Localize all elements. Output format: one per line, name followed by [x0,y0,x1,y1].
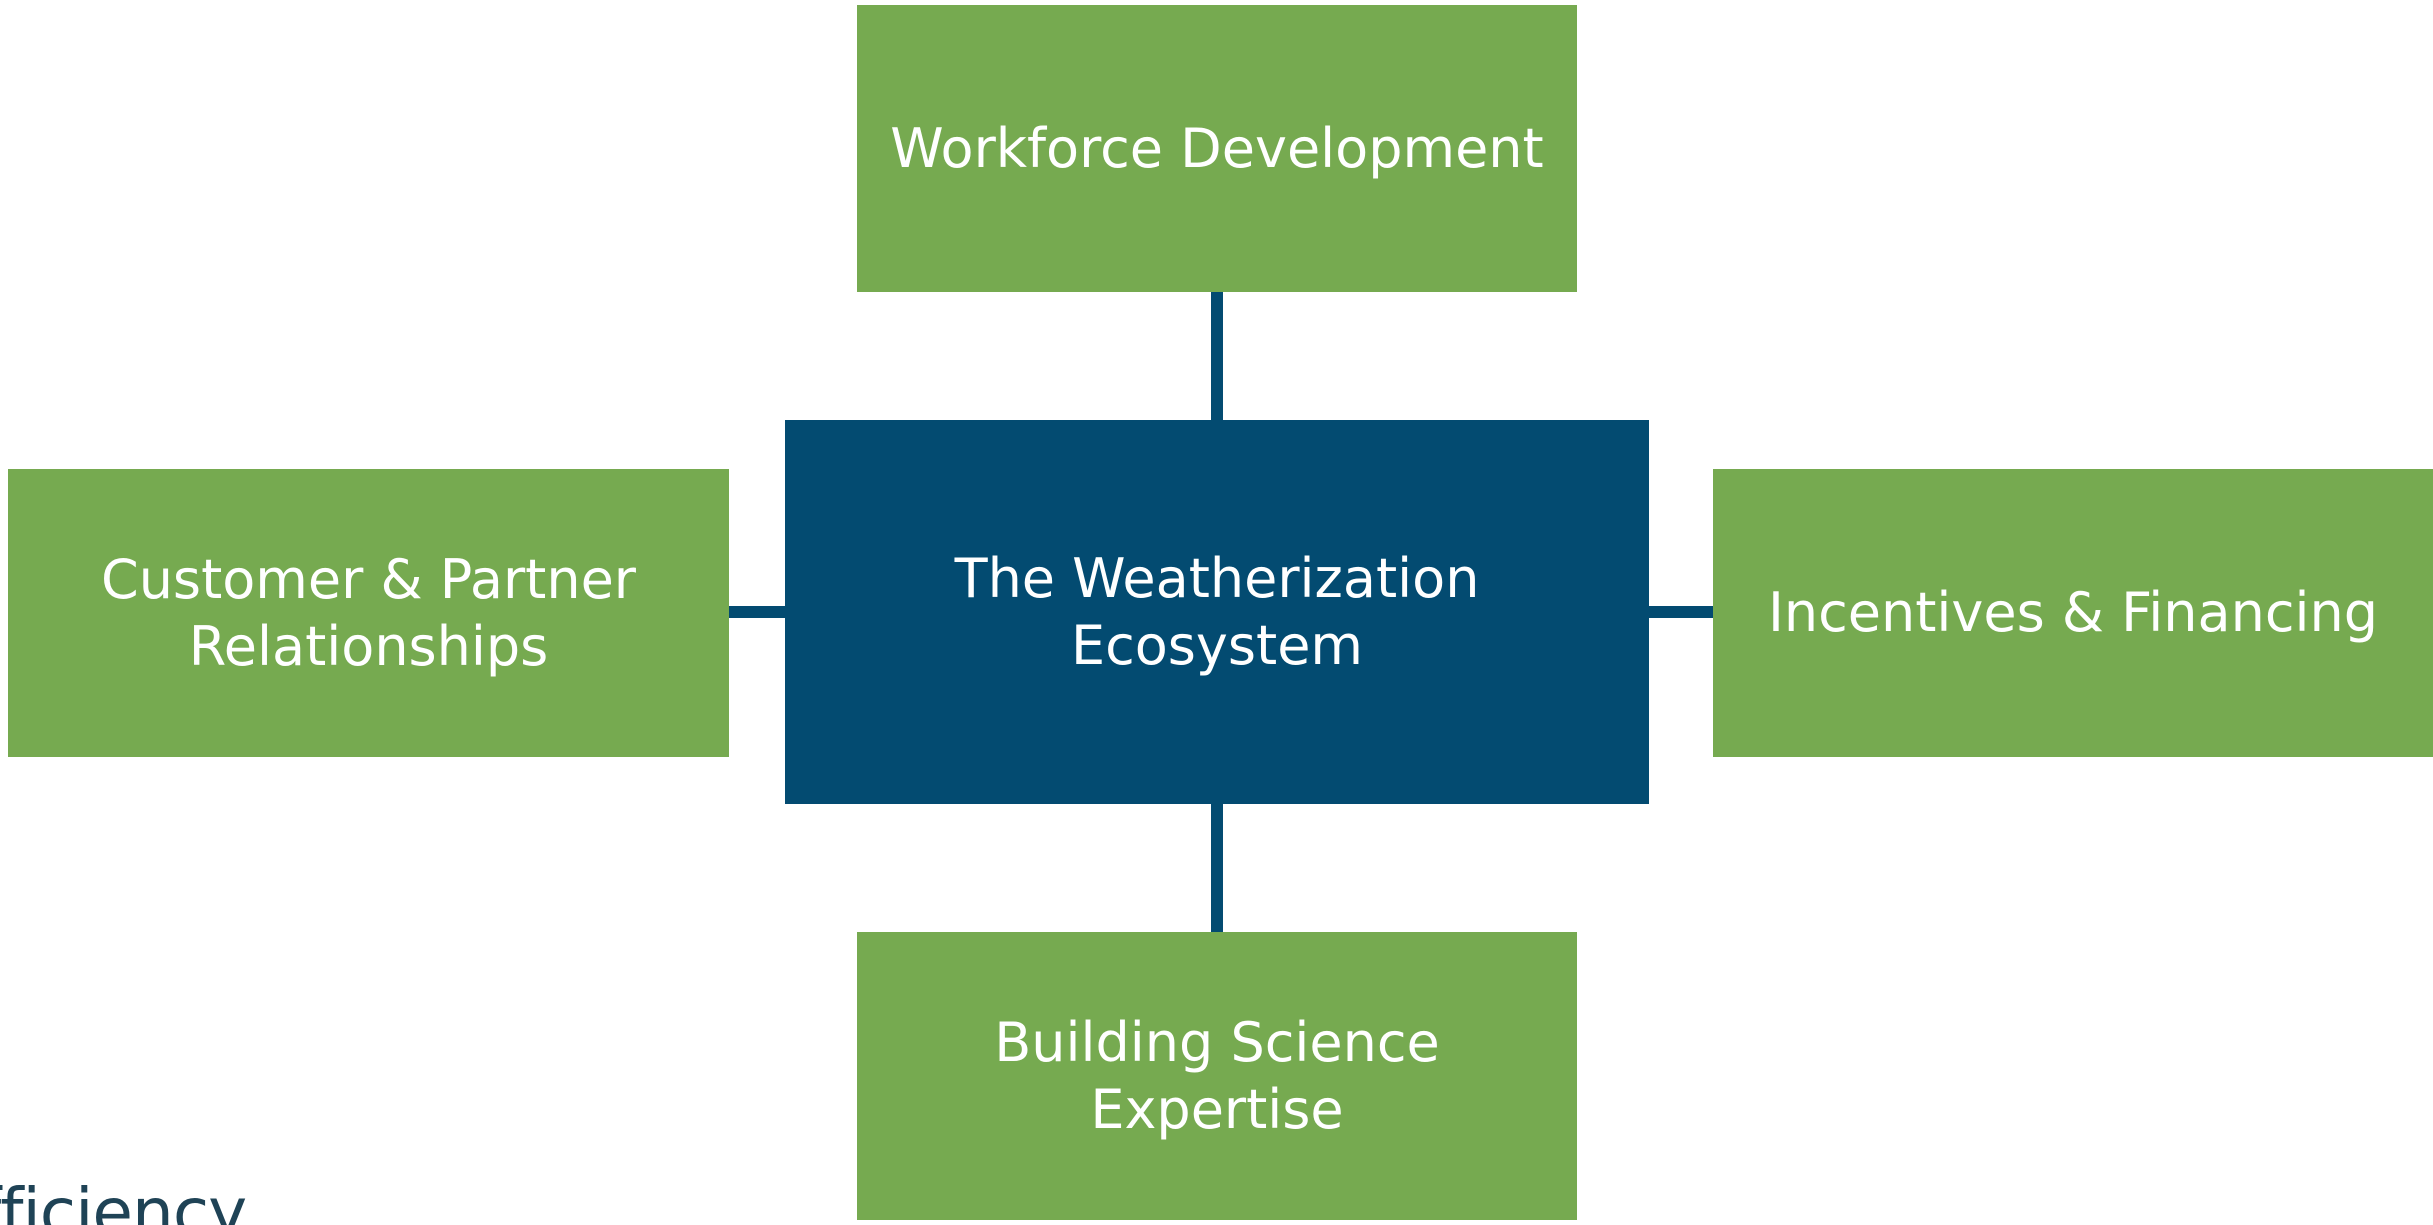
weatherization-ecosystem-label: The Weatherization Ecosystem [954,546,1480,678]
connector-right [1648,606,1714,618]
connector-bottom [1211,803,1223,933]
workforce-development-box: Workforce Development [857,5,1577,292]
incentives-financing-box: Incentives & Financing [1713,469,2433,757]
partial-logo: fficiency [0,1180,247,1225]
logo-text: fficiency [0,1174,247,1225]
customer-partner-relationships-box: Customer & Partner Relationships [8,469,729,757]
connector-left [728,606,786,618]
customer-partner-label-line2: Relationships [188,615,549,678]
building-science-expertise-label: Building Science Expertise [994,1010,1440,1142]
connector-top [1211,291,1223,421]
building-science-expertise-box: Building Science Expertise [857,932,1577,1220]
customer-partner-label-line1: Customer & Partner [101,547,636,611]
workforce-development-label: Workforce Development [890,116,1544,180]
weatherization-ecosystem-box: The Weatherization Ecosystem [785,420,1649,804]
incentives-financing-label: Incentives & Financing [1767,581,2379,645]
